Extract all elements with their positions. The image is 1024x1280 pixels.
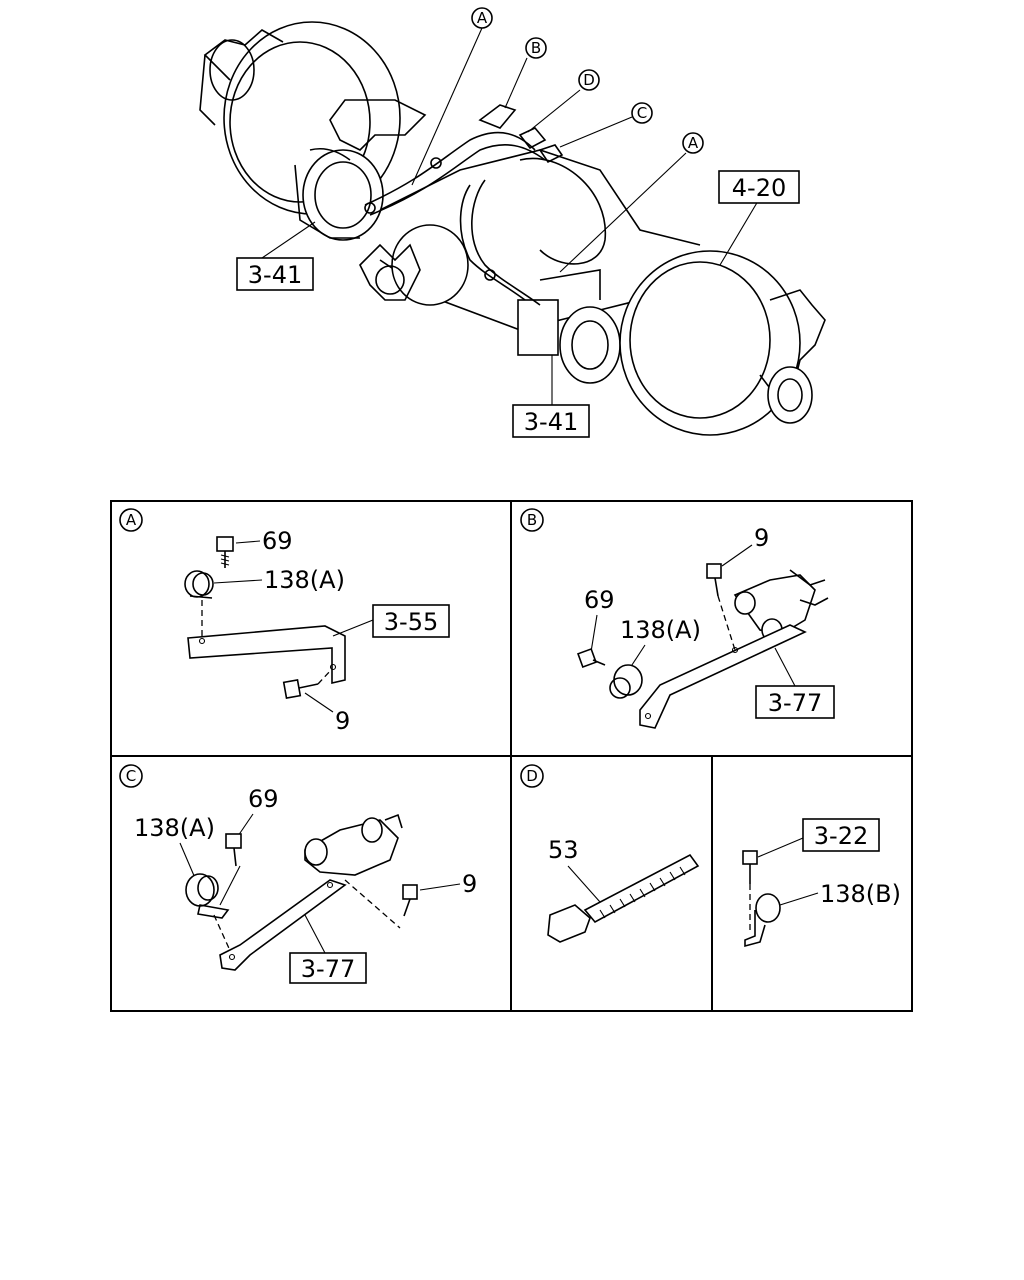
panel-e-ref-label-3-22: 3-22 [814, 822, 868, 850]
panel-c-letter: C [126, 767, 136, 785]
rear-axle-illustration [199, 21, 826, 436]
panel-a-ref-box-3-55 [372, 604, 450, 638]
panel-c-label-69: 69 [248, 785, 279, 813]
panel-e-label-138b: 138(B) [820, 880, 901, 908]
ref-box-3-41-left [236, 257, 314, 291]
ref-label-4-20: 4-20 [732, 174, 786, 202]
callout-letter-c: C [637, 104, 647, 122]
bolt-3-22-icon [742, 850, 758, 884]
callout-letter-a2: A [688, 134, 699, 152]
ref-label-3-41-bottom: 3-41 [524, 408, 578, 436]
panel-a-label-138a: 138(A) [264, 566, 345, 594]
bolt-9-icon [706, 563, 722, 597]
bracket-3-77-icon [639, 624, 807, 729]
panel-d-label-53: 53 [548, 836, 579, 864]
callout-circle-a2 [682, 132, 704, 154]
bolt-9-icon [282, 678, 319, 700]
panel-b-letter-circle [520, 508, 544, 532]
right-brake-drum [619, 250, 826, 436]
detail-panel-b: B 9 69 138(A) [520, 508, 835, 729]
detail-panel-a: A 69 138(A) 3-55 [119, 508, 450, 735]
bracket-3-77-icon [219, 813, 403, 971]
panel-a-letter: A [126, 511, 137, 529]
panel-b-letter: B [527, 511, 537, 529]
clip-138a-icon [184, 570, 214, 599]
bolt-69-icon [225, 833, 242, 867]
panel-d-letter: D [526, 767, 538, 785]
panel-a-label-9: 9 [335, 707, 350, 735]
callout-letter-d: D [583, 71, 595, 89]
panel-c-label-9: 9 [462, 870, 477, 898]
ref-box-3-41-bottom [512, 404, 590, 438]
panel-c-letter-circle [119, 764, 143, 788]
panel-c-ref-box-3-77 [289, 952, 367, 984]
clip-138b-icon [744, 893, 781, 948]
detail-panels-frame [110, 500, 913, 1012]
callout-circle-a [471, 7, 493, 29]
panel-a-label-69: 69 [262, 527, 293, 555]
clip-138a-icon [609, 664, 643, 699]
callout-circle-c [631, 102, 653, 124]
ref-label-3-41-left: 3-41 [248, 261, 302, 289]
right-brake-chamber [517, 269, 621, 384]
panel-b-ref-box-3-77 [755, 685, 835, 719]
bracket-3-55-icon [187, 625, 346, 685]
panel-b-label-138a: 138(A) [620, 616, 701, 644]
callout-letter-b: B [531, 39, 541, 57]
panel-a-ref-label-3-55: 3-55 [384, 608, 438, 636]
cable-tie-53-icon [547, 853, 700, 943]
detail-panel-c: C 69 138(A) [119, 764, 477, 984]
ref-box-4-20 [718, 170, 800, 204]
bolt-69-icon [216, 536, 234, 568]
clip-138a-icon [185, 873, 230, 919]
callout-letter-a: A [477, 9, 488, 27]
panel-b-ref-label-3-77: 3-77 [768, 689, 822, 717]
left-brake-chamber [294, 147, 384, 241]
detail-panel-e: 3-22 138(B) [742, 818, 901, 948]
panel-c-ref-label-3-77: 3-77 [301, 955, 355, 983]
brake-hoses [364, 104, 564, 306]
panel-e-ref-box-3-22 [802, 818, 880, 852]
bolt-69-icon [577, 648, 606, 668]
callout-circle-b [525, 37, 547, 59]
overview-callouts: A B D C A 3-41 3-41 4-20 [236, 7, 800, 438]
panel-b-label-69: 69 [584, 586, 615, 614]
bolt-9-icon [402, 884, 418, 917]
panel-c-label-138a: 138(A) [134, 814, 215, 842]
panel-d-letter-circle [520, 764, 544, 788]
panel-a-letter-circle [119, 508, 143, 532]
callout-circle-d [578, 69, 600, 91]
detail-panel-d: D 53 [520, 764, 700, 943]
panel-b-label-9: 9 [754, 524, 769, 552]
